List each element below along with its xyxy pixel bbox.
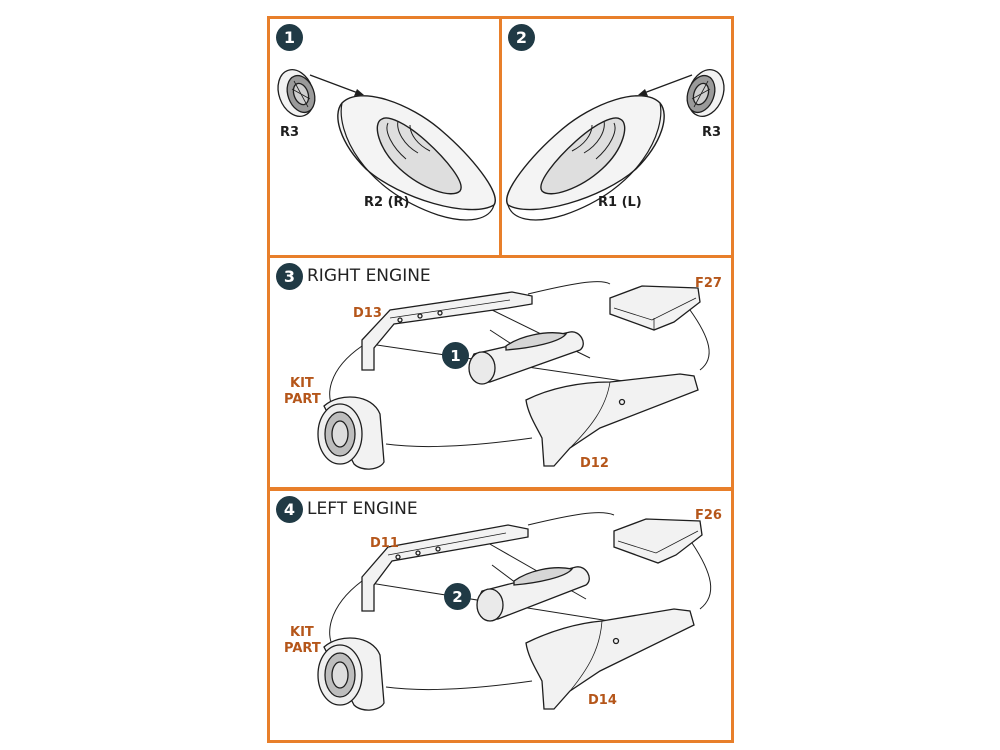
right-engine-drawing [317, 281, 710, 470]
label-d11: D11 [370, 536, 399, 551]
label-kit: KIT [290, 376, 314, 391]
r2-housing [337, 95, 496, 221]
label-d14: D14 [588, 693, 617, 708]
label-f26: F26 [695, 508, 722, 523]
substep-2-marker: 2 [444, 583, 471, 610]
label-f27: F27 [695, 276, 722, 291]
f26-flap [613, 518, 703, 564]
step-4-panel: 4 LEFT ENGINE [267, 488, 734, 743]
left-engine-drawing [317, 512, 712, 711]
step-1-badge: 1 [276, 24, 303, 51]
r1-housing [506, 95, 665, 221]
step-3-title: RIGHT ENGINE [307, 266, 431, 286]
step-3-panel: 3 RIGHT ENGINE [267, 255, 734, 490]
nacelle-assembly [476, 566, 590, 622]
step-4-badge: 4 [276, 496, 303, 523]
f27-flap [609, 285, 701, 331]
d12-lower [525, 373, 699, 467]
step-2-drawing [506, 69, 725, 221]
label-r1: R1 (L) [598, 195, 642, 210]
label-part: PART [284, 641, 321, 656]
r3-insert-right [277, 69, 316, 117]
d14-lower [525, 608, 695, 710]
step-2-badge: 2 [508, 24, 535, 51]
r3-insert-left [686, 69, 725, 117]
label-r3: R3 [280, 125, 300, 140]
label-r2: R2 (R) [364, 195, 410, 210]
kit-part-engine [317, 396, 385, 470]
label-kit: KIT [290, 625, 314, 640]
kit-part-engine [317, 637, 385, 711]
nacelle-assembly [468, 331, 584, 385]
label-part: PART [284, 392, 321, 407]
d11-rail [361, 524, 529, 612]
label-d13: D13 [353, 306, 382, 321]
substep-1-marker: 1 [442, 342, 469, 369]
step-4-title: LEFT ENGINE [307, 499, 418, 519]
d13-rail [361, 291, 533, 371]
label-r3: R3 [702, 125, 722, 140]
label-d12: D12 [580, 456, 609, 471]
step-3-badge: 3 [276, 263, 303, 290]
step-1-panel: 1 R3 R2 (R) [267, 16, 502, 258]
insert-arrow-1 [309, 74, 359, 94]
insert-arrow-2 [643, 74, 693, 94]
step-1-drawing [277, 69, 496, 221]
step-2-panel: 2 R3 R1 (L) [499, 16, 734, 258]
